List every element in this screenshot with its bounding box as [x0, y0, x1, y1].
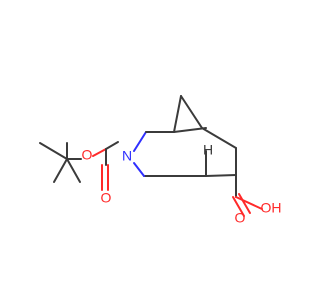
bond-bridge-inner	[173, 127, 207, 133]
bond-acid-carbonyl-1	[232, 196, 245, 217]
bridgehead-hydrogen-label: H	[203, 142, 213, 158]
ring-nitrogen-label: N	[122, 148, 132, 164]
bond-ring-right-upper	[201, 127, 237, 149]
bond-ring-bottom-right	[205, 174, 237, 177]
bond-acid-carbonyl-2	[238, 193, 251, 214]
bond-oxygen-to-carbonyl-carbon	[92, 148, 107, 157]
hydroxyl-label: OH	[261, 200, 282, 216]
bond-n-left-down	[133, 162, 145, 177]
bond-n-left-up	[133, 131, 147, 152]
bond-tbu-methyl-4	[66, 158, 81, 183]
bond-tbu-methyl-3	[53, 158, 68, 183]
bond-carbonyl-carbon-to-n	[105, 141, 119, 150]
bond-ring-top-bridge-left	[173, 95, 182, 133]
ester-oxygen-label: O	[82, 147, 93, 163]
bond-acid-hydroxyl	[235, 196, 263, 210]
carbonyl-oxygen-left-label: O	[101, 190, 112, 206]
molecule-structure: O N O H O OH	[39, 95, 282, 226]
molecule-canvas: O N O H O OH	[39, 95, 282, 226]
carbonyl-oxygen-right-label: O	[235, 210, 246, 226]
bond-tbu-methyl-2	[39, 142, 68, 160]
bond-ring-top-bridge-right	[180, 95, 203, 129]
